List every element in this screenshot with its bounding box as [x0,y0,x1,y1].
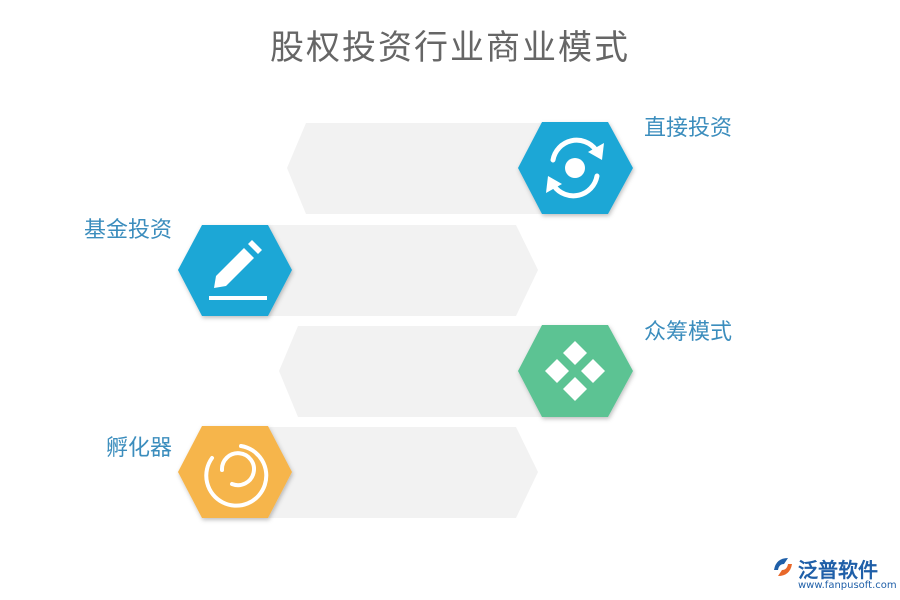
item-direct-investment [287,122,633,214]
brand-logo: 泛普软件 www.fanpusoft.com [770,552,897,598]
label-direct-investment: 直接投资 [644,116,733,141]
band-crowdfunding [279,326,560,417]
label-incubator: 孵化器 [105,436,172,461]
item-incubator [178,426,538,518]
brand-name: 泛普软件 [798,558,878,582]
brand-url: www.fanpusoft.com [798,580,897,591]
diamond-grid-icon [545,341,605,401]
label-fund-investment: 基金投资 [83,218,172,243]
band-incubator [260,427,538,518]
item-crowdfunding [279,325,633,417]
diagram-title: 股权投资行业商业模式 [270,28,630,68]
refresh-cycle-icon [546,137,604,199]
ring-cycle-icon [204,444,269,508]
brand-logo-icon [774,558,792,576]
hexagon-crowdfunding [518,325,633,417]
label-crowdfunding: 众筹模式 [644,320,733,345]
band-direct-investment [287,123,560,214]
edit-pencil-icon [209,240,267,300]
band-fund-investment [260,225,538,316]
hexagon-incubator [178,426,292,518]
item-fund-investment [178,225,538,316]
